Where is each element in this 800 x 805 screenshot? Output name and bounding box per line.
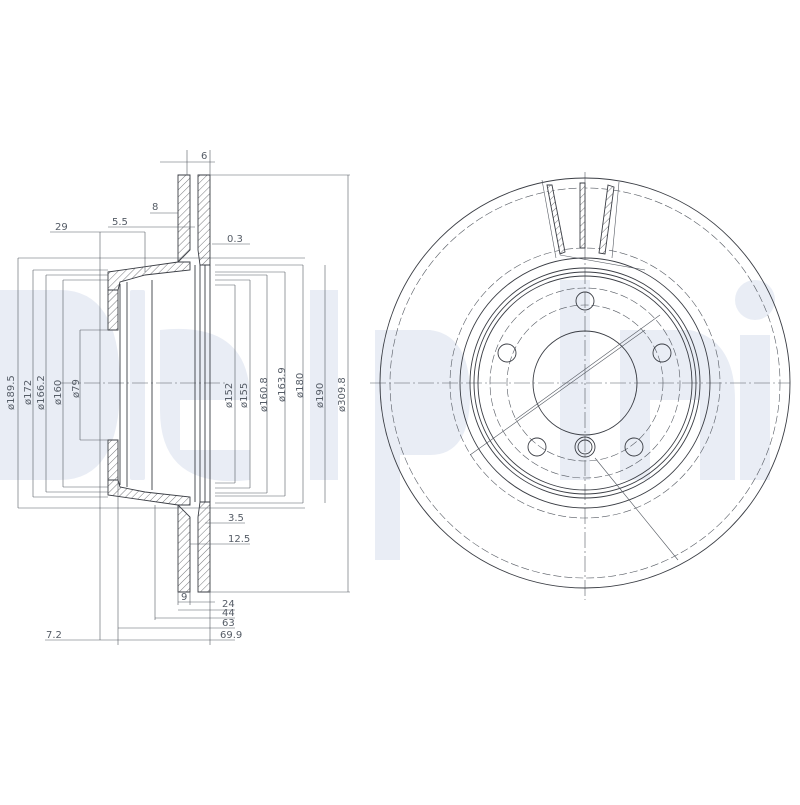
- section-dimension-labels: 6 8 29 5.5 0.3 ø189.5 ø172 ø166.2 ø160 ø…: [6, 151, 348, 641]
- dim-63: 63: [222, 618, 235, 629]
- dim-dia-172: ø172: [23, 380, 34, 405]
- dim-7-2: 7.2: [46, 630, 62, 641]
- dim-dia-190: ø190: [315, 383, 326, 408]
- dim-69-9: 69.9: [220, 630, 242, 641]
- dim-3-5: 3.5: [228, 513, 244, 524]
- dim-0-3: 0.3: [227, 234, 243, 245]
- dim-8: 8: [152, 202, 158, 213]
- dim-29: 29: [55, 222, 68, 233]
- dim-dia-163-9: ø163.9: [277, 367, 288, 402]
- front-view: [370, 172, 791, 600]
- section-view: [17, 150, 350, 645]
- dim-24: 24: [222, 599, 235, 610]
- dim-12-5: 12.5: [228, 534, 250, 545]
- dim-dia-160-8: ø160.8: [259, 377, 270, 412]
- dim-dia-309-8: ø309.8: [337, 377, 348, 412]
- dim-dia-180: ø180: [295, 373, 306, 398]
- dim-5-5: 5.5: [112, 217, 128, 228]
- dim-dia-189-5: ø189.5: [6, 375, 17, 410]
- dim-dia-155: ø155: [239, 383, 250, 408]
- dim-9: 9: [181, 592, 187, 603]
- dim-dia-152: ø152: [224, 383, 235, 408]
- dim-dia-166-2: ø166.2: [36, 375, 47, 410]
- dim-dia-79: ø79: [71, 379, 82, 398]
- dim-dia-160: ø160: [53, 380, 64, 405]
- dim-6: 6: [201, 151, 207, 162]
- dim-44: 44: [222, 608, 235, 619]
